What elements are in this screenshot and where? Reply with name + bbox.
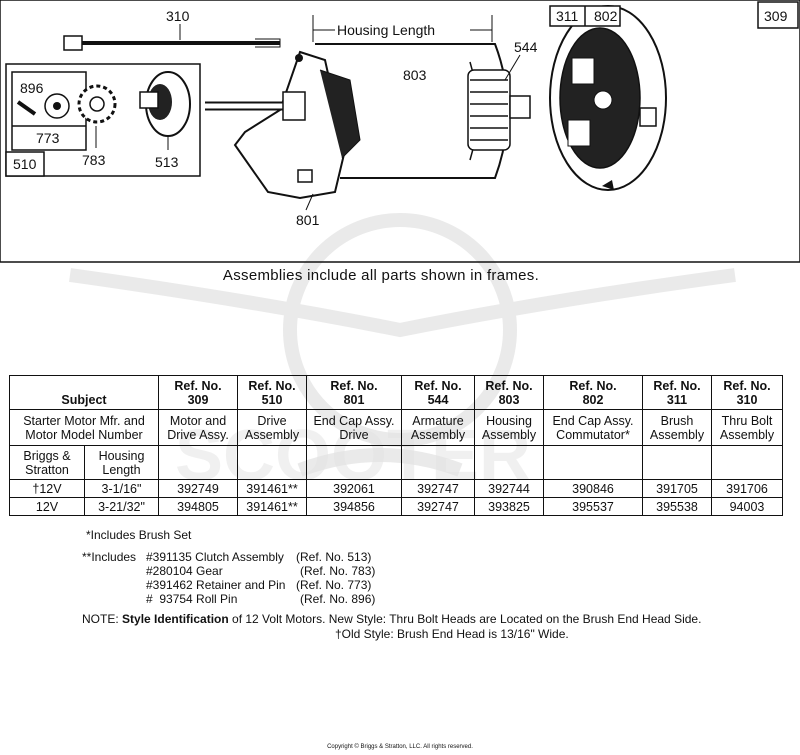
cell-510: 391461** bbox=[237, 497, 307, 516]
cell-309: 394805 bbox=[158, 497, 238, 516]
note-item-part: #280104 Gear bbox=[146, 564, 223, 578]
cell-802: 395537 bbox=[543, 497, 643, 516]
label-803: 803 bbox=[403, 67, 427, 83]
frame-caption: Assemblies include all parts shown in fr… bbox=[222, 267, 540, 284]
label-310: 310 bbox=[166, 8, 190, 24]
cell-510: 391461** bbox=[237, 479, 307, 498]
cell-310: 94003 bbox=[711, 497, 783, 516]
desc-801: End Cap Assy.Drive bbox=[306, 409, 402, 446]
row-length: 3-1/16" bbox=[84, 479, 159, 498]
cell-803: 393825 bbox=[474, 497, 544, 516]
note-item-ref: (Ref. No. 783) bbox=[300, 564, 376, 578]
old-style-note: †Old Style: Brush End Head is 13/16" Wid… bbox=[335, 627, 569, 641]
note-item-ref: (Ref. No. 513) bbox=[296, 550, 372, 564]
note-item-ref: (Ref. No. 773) bbox=[296, 578, 372, 592]
cell-544: 392747 bbox=[401, 479, 475, 498]
ref-header-802: Ref. No.802 bbox=[543, 375, 643, 410]
cell-310: 391706 bbox=[711, 479, 783, 498]
ref-510-box bbox=[5, 151, 45, 177]
commutator-end-cap-illustration bbox=[549, 5, 667, 191]
label-773: 773 bbox=[36, 130, 60, 146]
inset-510-frame bbox=[5, 63, 201, 177]
desc-802: End Cap Assy.Commutator* bbox=[543, 409, 643, 446]
note-item-part: #391135 Clutch Assembly bbox=[146, 550, 284, 564]
label-544: 544 bbox=[514, 39, 538, 55]
ref-header-310: Ref. No.310 bbox=[711, 375, 783, 410]
ref-header-544: Ref. No.544 bbox=[401, 375, 475, 410]
label-802: 802 bbox=[594, 8, 618, 24]
label-896: 896 bbox=[20, 80, 44, 96]
cell-311: 395538 bbox=[642, 497, 712, 516]
thru-bolt-illustration bbox=[63, 35, 281, 51]
note-item-part: # 93754 Roll Pin bbox=[146, 592, 238, 606]
cell-801: 392061 bbox=[306, 479, 402, 498]
diagram-frame bbox=[0, 0, 800, 263]
cell-801: 394856 bbox=[306, 497, 402, 516]
ref-header-311: Ref. No.311 bbox=[642, 375, 712, 410]
cell-803: 392744 bbox=[474, 479, 544, 498]
note-item-ref: (Ref. No. 896) bbox=[300, 592, 376, 606]
ref-header-801: Ref. No.801 bbox=[306, 375, 402, 410]
label-513: 513 bbox=[155, 154, 179, 170]
drive-end-cap-illustration bbox=[205, 50, 361, 200]
ref-header-510: Ref. No.510 bbox=[237, 375, 307, 410]
exploded-diagram: 309 310 Housing Length 803 544 801 bbox=[0, 0, 800, 263]
ref-header-803: Ref. No.803 bbox=[474, 375, 544, 410]
row-voltage: 12V bbox=[9, 497, 85, 516]
cell-309: 392749 bbox=[158, 479, 238, 498]
parts-table: Subject Ref. No.309 Ref. No.510 Ref. No.… bbox=[9, 375, 783, 516]
label-801: 801 bbox=[296, 212, 320, 228]
note-item-part: #391462 Retainer and Pin bbox=[146, 578, 286, 592]
label-510: 510 bbox=[13, 156, 37, 172]
armature-illustration bbox=[467, 69, 531, 151]
mfr-header: Briggs &Stratton bbox=[9, 445, 85, 480]
cell-802: 390846 bbox=[543, 479, 643, 498]
note-includes-prefix: **Includes bbox=[82, 550, 137, 564]
ref-header-309: Ref. No.309 bbox=[158, 375, 238, 410]
cell-311: 391705 bbox=[642, 479, 712, 498]
clutch-illustration bbox=[139, 71, 191, 137]
table-row: †12V 3-1/16" 392749 391461** 392061 3927… bbox=[9, 479, 783, 498]
label-783: 783 bbox=[82, 152, 106, 168]
note-brush-set: *Includes Brush Set bbox=[86, 528, 192, 542]
ref-309-box bbox=[757, 1, 799, 29]
table-row: 12V 3-21/32" 394805 391461** 394856 3927… bbox=[9, 497, 783, 516]
retainer-pin-illustration bbox=[16, 93, 70, 119]
label-309: 309 bbox=[764, 8, 788, 24]
cell-544: 392747 bbox=[401, 497, 475, 516]
gear-illustration bbox=[77, 84, 117, 124]
row-length: 3-21/32" bbox=[84, 497, 159, 516]
label-311: 311 bbox=[556, 8, 579, 24]
style-identification-note: NOTE: Style Identification of 12 Volt Mo… bbox=[82, 612, 702, 626]
subject-header: Subject bbox=[9, 375, 159, 410]
row-voltage: †12V bbox=[9, 479, 85, 498]
label-housing-length: Housing Length bbox=[337, 22, 435, 38]
copyright-text: Copyright © Briggs & Stratton, LLC. All … bbox=[327, 744, 473, 750]
header-row-ref: Subject Ref. No.309 Ref. No.510 Ref. No.… bbox=[9, 375, 783, 410]
